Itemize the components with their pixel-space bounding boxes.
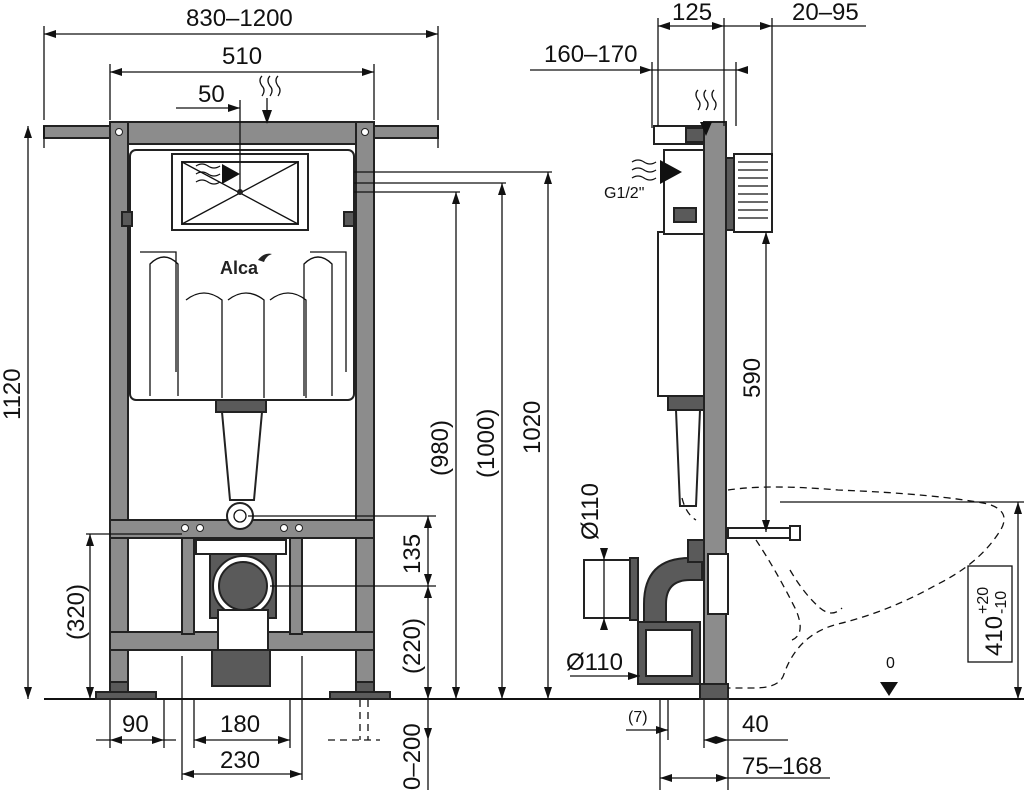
dim-1000: (1000) — [473, 409, 500, 478]
dim-590: 590 — [739, 358, 766, 398]
toilet-outline — [727, 486, 1005, 689]
dim-90: 90 — [122, 711, 149, 738]
water-inlet-front-icon — [195, 163, 240, 185]
water-supply-side-icon — [695, 89, 717, 136]
floor-level-icon — [880, 682, 898, 696]
dim-410-box — [967, 565, 1013, 663]
brand-logo: Alca — [220, 258, 259, 278]
dim-pipe-top: Ø110 — [577, 483, 604, 540]
dim-1120: 1120 — [0, 368, 26, 420]
dim-0-200: 0–200 — [399, 723, 426, 790]
dim-180: 180 — [220, 711, 260, 738]
dim-320: (320) — [63, 584, 90, 640]
dim-135: 135 — [399, 534, 426, 574]
brand-logo-bird — [258, 253, 272, 262]
dim-125: 125 — [672, 0, 712, 26]
thread-size-label: G1/2" — [604, 185, 644, 202]
dim-1020: 1020 — [519, 401, 546, 454]
tol-plus: +20 — [975, 587, 992, 614]
dim-410: 410 — [981, 616, 1008, 656]
water-supply-icon — [259, 75, 281, 124]
dim-width-range: 830–1200 — [186, 5, 293, 32]
front-frame — [43, 121, 439, 700]
dim-20-95: 20–95 — [792, 0, 859, 26]
dim-160-170: 160–170 — [544, 41, 637, 68]
dim-50: 50 — [198, 81, 225, 108]
dim-pipe-bottom: Ø110 — [566, 649, 623, 676]
dim-510: 510 — [222, 43, 262, 70]
side-frame — [583, 121, 801, 700]
dim-220: (220) — [399, 618, 426, 674]
dim-75-168: 75–168 — [742, 753, 822, 780]
drain-front — [195, 539, 287, 687]
cistern-front — [121, 149, 355, 530]
floor-zero-label: 0 — [886, 655, 895, 672]
water-inlet-side-icon — [631, 159, 682, 184]
dim-980: (980) — [427, 420, 454, 476]
dim-230: 230 — [220, 747, 260, 774]
dim-7: (7) — [628, 709, 648, 726]
tol-minus: -10 — [993, 591, 1010, 614]
dim-40: 40 — [742, 711, 769, 738]
